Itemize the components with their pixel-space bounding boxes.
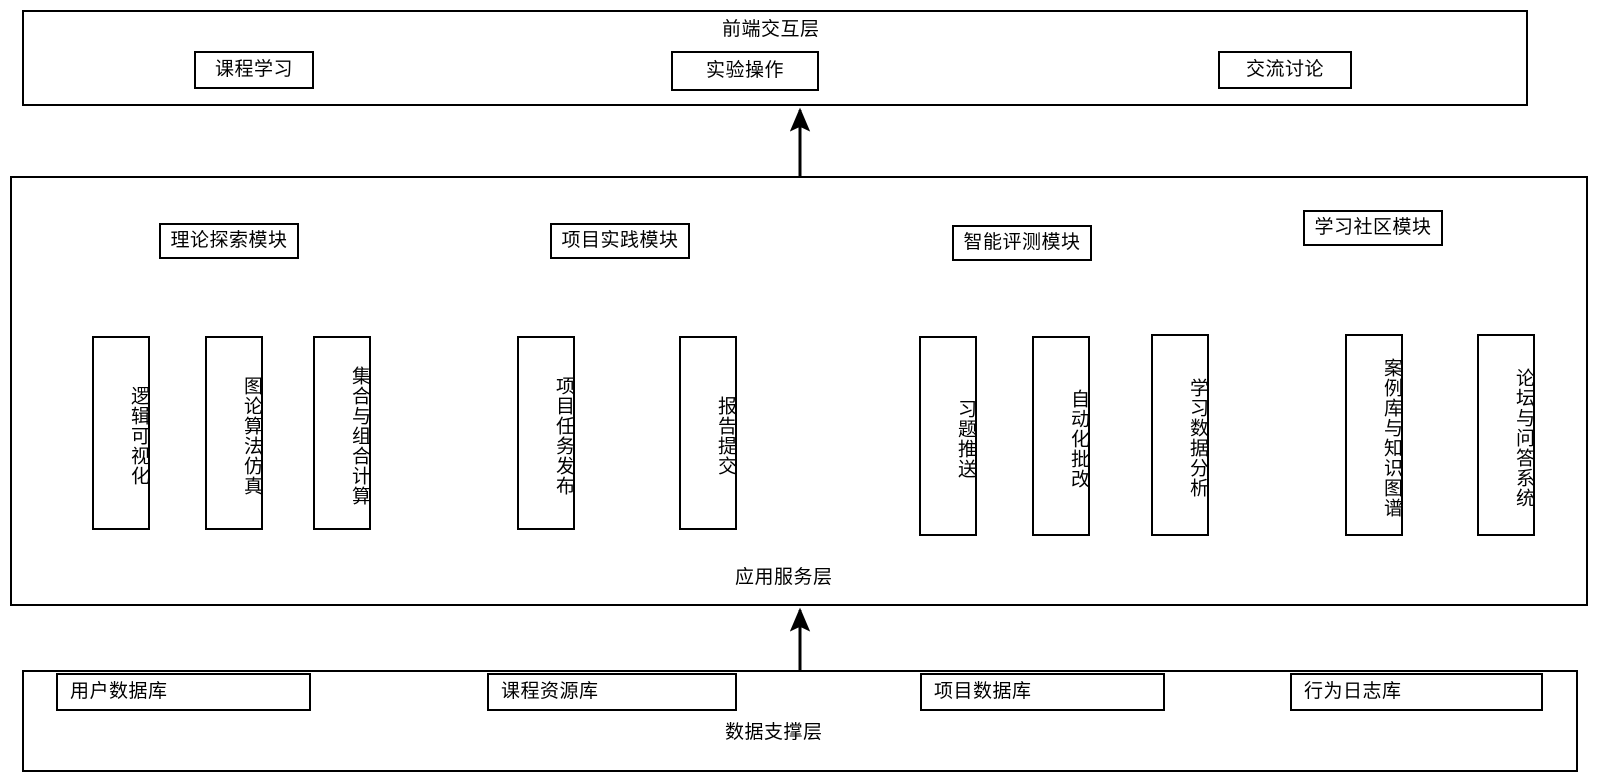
frontend-item-experiment-operation[interactable]: 实验操作: [671, 51, 819, 91]
module-community-child-forum-qa-system[interactable]: 论坛与问答系统: [1477, 334, 1535, 536]
frontend-layer-label: 前端交互层: [722, 19, 820, 40]
module-intelligent-assessment[interactable]: 智能评测模块: [952, 225, 1092, 261]
database-project[interactable]: 项目数据库: [920, 673, 1165, 711]
module-assessment-child-automatic-grading[interactable]: 自动化批改: [1032, 336, 1090, 536]
module-theory-child-graph-algorithm-simulation[interactable]: 图论算法仿真: [205, 336, 263, 530]
module-assessment-child-learning-data-analysis[interactable]: 学习数据分析: [1151, 334, 1209, 536]
module-project-practice[interactable]: 项目实践模块: [550, 223, 690, 259]
database-behavior-log[interactable]: 行为日志库: [1290, 673, 1543, 711]
module-theory-exploration[interactable]: 理论探索模块: [159, 223, 299, 259]
database-user[interactable]: 用户数据库: [56, 673, 311, 711]
module-assessment-child-exercise-push[interactable]: 习题推送: [919, 336, 977, 536]
module-project-child-report-submission[interactable]: 报告提交: [679, 336, 737, 530]
module-community-child-case-library-knowledge-graph[interactable]: 案例库与知识图谱: [1345, 334, 1403, 536]
database-course-resource[interactable]: 课程资源库: [487, 673, 737, 711]
application-layer-label: 应用服务层: [735, 567, 833, 588]
module-theory-child-set-combination-computation[interactable]: 集合与组合计算: [313, 336, 371, 530]
module-learning-community[interactable]: 学习社区模块: [1303, 210, 1443, 246]
module-project-child-task-publishing[interactable]: 项目任务发布: [517, 336, 575, 530]
module-theory-child-logic-visualization[interactable]: 逻辑可视化: [92, 336, 150, 530]
frontend-item-course-learning[interactable]: 课程学习: [194, 51, 314, 89]
frontend-item-discussion[interactable]: 交流讨论: [1218, 51, 1352, 89]
data-layer-label: 数据支撑层: [725, 722, 823, 743]
